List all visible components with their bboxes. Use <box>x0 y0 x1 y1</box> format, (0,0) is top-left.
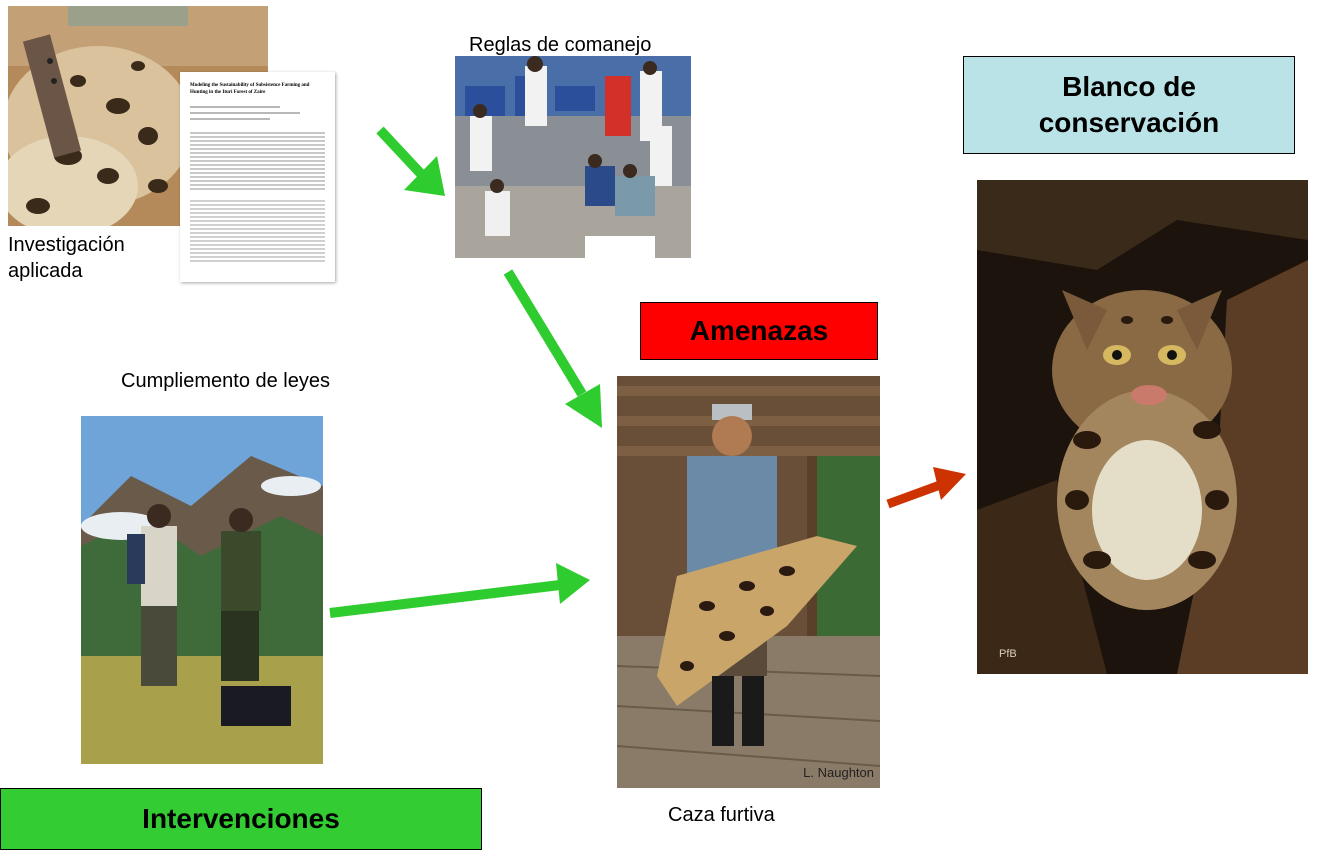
label-investigacion: Investigación aplicada <box>8 234 125 282</box>
research-paper-image: Modeling the Sustainability of Subsisten… <box>180 72 335 282</box>
label-cumplimiento: Cumpliemento de leyes <box>121 370 330 392</box>
intervenciones-box: Intervenciones <box>0 788 482 850</box>
hunter-with-pelt-photo: L. Naughton <box>617 376 880 788</box>
label-caza: Caza furtiva <box>668 804 775 826</box>
amenazas-box: Amenazas <box>640 302 878 360</box>
park-rangers-photo <box>81 416 323 764</box>
community-meeting-photo <box>455 56 691 258</box>
arrow-enforcement-to-threat <box>329 563 590 618</box>
label-reglas: Reglas de comanejo <box>469 34 652 56</box>
ocelot-in-tree-photo: PfB <box>977 180 1308 674</box>
hunter-photo-credit: L. Naughton <box>803 765 874 780</box>
arrow-rules-to-threat <box>503 269 602 428</box>
paper-title: Modeling the Sustainability of Subsisten… <box>190 83 310 95</box>
arrow-research-to-rules <box>376 126 445 196</box>
arrow-threat-to-target <box>886 467 966 509</box>
ocelot-photo-credit: PfB <box>999 648 1017 660</box>
blanco-conservacion-box: Blanco de conservación <box>963 56 1295 154</box>
